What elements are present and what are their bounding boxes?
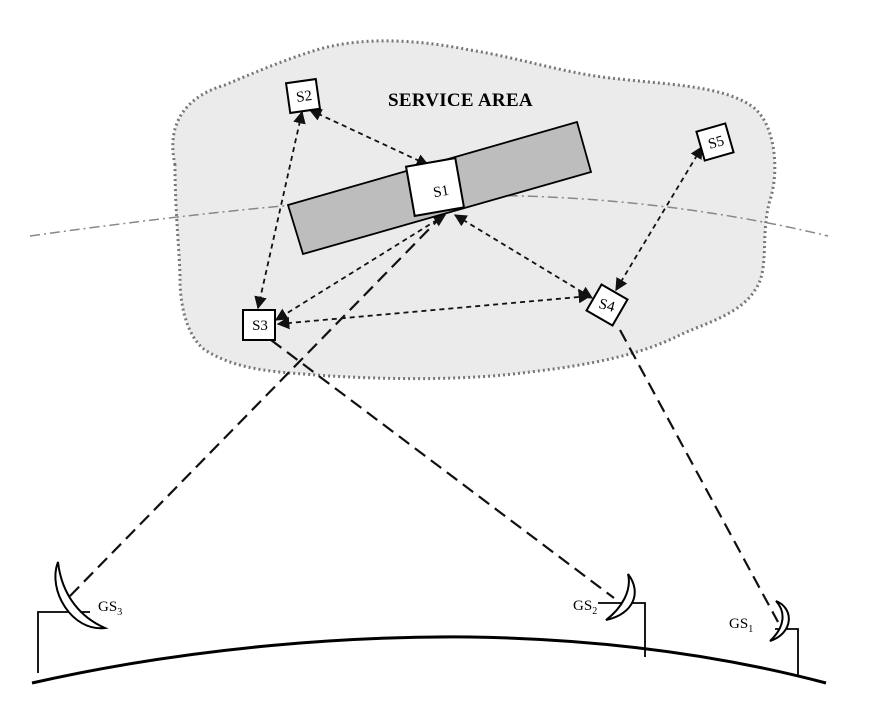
gs3-label-base: GS	[98, 599, 117, 615]
gs2-label: GS2	[573, 598, 597, 617]
gs1-label-base: GS	[729, 616, 748, 632]
link-s3-s4	[276, 290, 592, 330]
service-area-title: SERVICE AREA	[388, 90, 533, 111]
link-s3-gs2	[270, 339, 615, 599]
satellite-s2-box	[284, 77, 322, 115]
link-s1-s2	[308, 109, 430, 166]
satellite-s4-label: S4	[597, 296, 617, 316]
satellite-s2-label: S2	[295, 88, 313, 106]
link-s5-s4	[615, 145, 703, 292]
gs3-label: GS3	[98, 599, 122, 618]
satellite-s3-box	[242, 309, 276, 341]
gs3-label-sub: 3	[117, 607, 122, 618]
ground-links	[69, 219, 779, 623]
link-gs3-s1	[69, 219, 439, 597]
gs1-label-sub: 1	[748, 624, 753, 635]
satellite-s4-box	[585, 283, 629, 327]
link-s4-gs1	[619, 329, 779, 623]
link-s2-s3	[254, 110, 306, 310]
gs2-label-base: GS	[573, 598, 592, 614]
inter-satellite-links	[254, 109, 703, 330]
gs1-dish-icon	[769, 600, 790, 642]
gs2-pedestal	[598, 602, 646, 657]
satellite-s1-body	[404, 156, 466, 218]
satellite-s5-box	[695, 122, 735, 162]
earth-surface	[31, 635, 827, 685]
gs1-label: GS1	[729, 616, 753, 635]
gs3-dish-icon	[54, 561, 109, 630]
gs2-dish-icon	[605, 573, 636, 621]
satellite-s3-label: S3	[252, 318, 268, 334]
gs2-label-sub: 2	[592, 606, 597, 617]
satellite-s5-label: S5	[706, 133, 726, 153]
satellite-s1-label: S1	[432, 183, 450, 202]
